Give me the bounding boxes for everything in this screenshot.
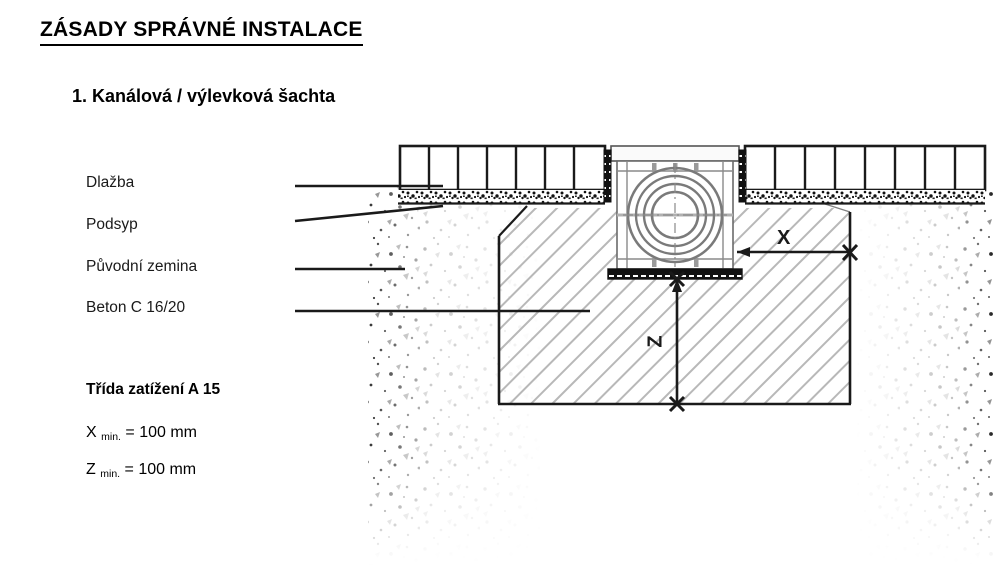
legend-label-concrete: Beton C 16/20 <box>86 299 186 316</box>
z-min-letter: Z <box>86 461 96 478</box>
leader-lines <box>294 184 590 313</box>
page-title: ZÁSADY SPRÁVNÉ INSTALACE <box>40 18 363 46</box>
legend-label-paving: Dlažba <box>86 174 135 191</box>
bedding-layer <box>398 190 985 205</box>
shaft-assembly <box>607 145 743 280</box>
z-min-note: Z min. = 100 mm <box>86 461 197 480</box>
paving-left <box>398 144 607 192</box>
x-min-value: = 100 mm <box>125 424 198 441</box>
dimension-z-letter: Z <box>644 335 667 348</box>
dimension-x <box>737 236 859 266</box>
dimension-x-letter: X <box>777 227 791 249</box>
section-title: 1. Kanálová / výlevková šachta <box>72 86 336 106</box>
dimension-z <box>668 270 686 413</box>
z-min-value: = 100 mm <box>124 461 197 478</box>
x-min-letter: X <box>86 424 97 441</box>
legend-label-original-soil: Původní zemina <box>86 258 198 275</box>
shaft-side-strips <box>603 149 747 203</box>
x-min-subscript: min. <box>101 431 121 443</box>
legend-label-bedding: Podsyp <box>86 216 138 233</box>
z-min-subscript: min. <box>100 468 121 480</box>
x-min-note: X min. = 100 mm <box>86 424 198 443</box>
centre-crosshair <box>623 163 727 267</box>
load-class-title: Třída zatížení A 15 <box>86 381 221 398</box>
paving-right <box>743 144 987 192</box>
leader-bedding <box>294 204 444 223</box>
